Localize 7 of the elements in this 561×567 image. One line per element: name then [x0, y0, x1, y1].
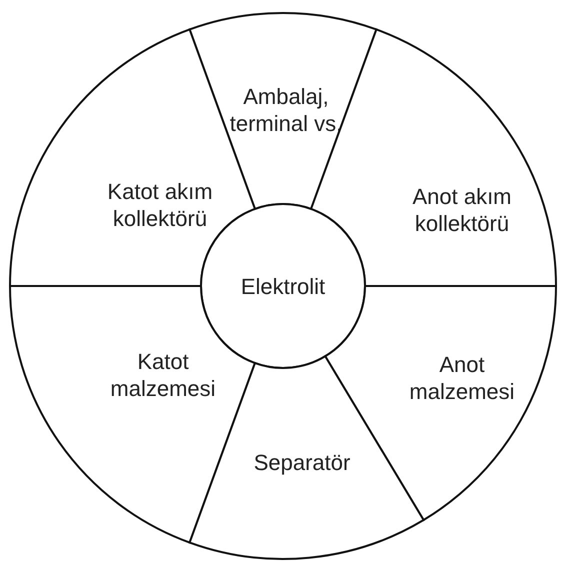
segment-label: Ambalaj, terminal vs.	[228, 83, 344, 137]
segment-label: Elektrolit	[240, 272, 326, 300]
segment-label: Anot malzemesi	[408, 351, 516, 405]
segment-label: Katot malzemesi	[109, 348, 217, 402]
segment-label: Separatör	[254, 448, 350, 476]
segment-label: Anot akım kollektörü	[411, 183, 513, 237]
segment-label: Katot akım kollektörü	[106, 178, 214, 232]
